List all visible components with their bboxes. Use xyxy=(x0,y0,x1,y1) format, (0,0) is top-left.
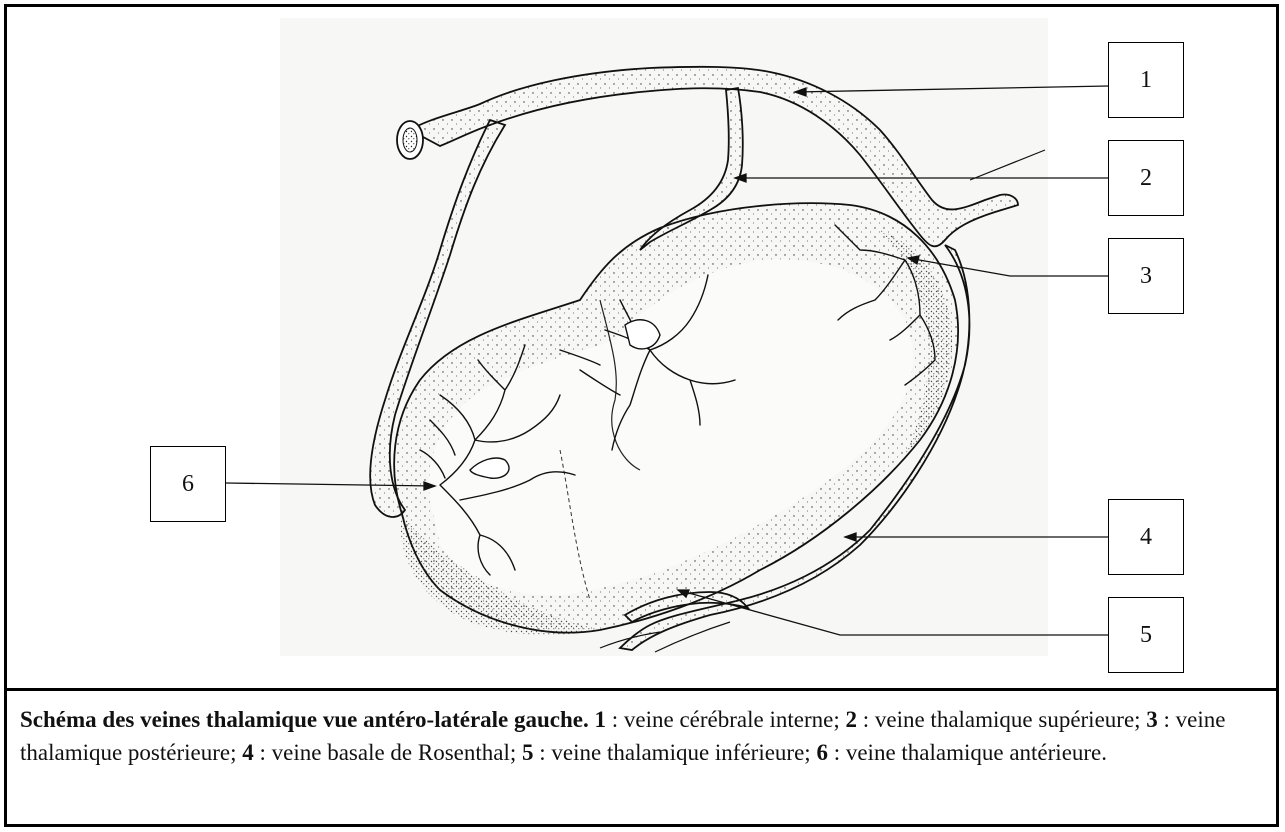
caption-text-6: : veine thalamique antérieure. xyxy=(828,740,1107,765)
figure-caption: Schéma des veines thalamique vue antéro-… xyxy=(20,703,1270,769)
caption-num-1: 1 xyxy=(595,707,607,732)
caption-num-2: 2 xyxy=(845,707,857,732)
label-box-6: 6 xyxy=(150,446,226,522)
caption-text-4: : veine basale de Rosenthal; xyxy=(254,740,517,765)
caption-title: Schéma des veines thalamique vue antéro-… xyxy=(20,707,589,732)
label-box-2: 2 xyxy=(1108,140,1184,216)
caption-num-5: 5 xyxy=(522,740,534,765)
label-box-4: 4 xyxy=(1108,499,1184,575)
caption-num-3: 3 xyxy=(1146,707,1158,732)
caption-text-5: : veine thalamique inférieure; xyxy=(534,740,811,765)
caption-num-4: 4 xyxy=(242,740,254,765)
caption-text-2: : veine thalamique supérieure; xyxy=(857,707,1141,732)
caption-text-1: : veine cérébrale interne; xyxy=(606,707,840,732)
caption-num-6: 6 xyxy=(816,740,828,765)
label-box-5: 5 xyxy=(1108,597,1184,673)
label-box-1: 1 xyxy=(1108,42,1184,118)
label-box-3: 3 xyxy=(1108,238,1184,314)
